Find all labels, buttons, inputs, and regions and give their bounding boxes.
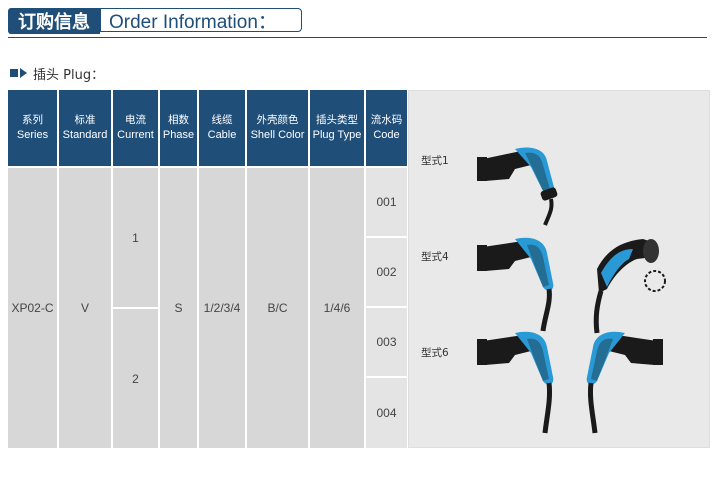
header-cable-cn: 线缆 <box>211 114 233 126</box>
cell-code-001: 001 <box>366 168 407 236</box>
plug-types-panel: 型式1 型式4 型式6 <box>408 90 710 448</box>
cell-cable: 1/2/3/4 <box>199 168 245 448</box>
plug-type-4-label: 型式4 <box>421 251 449 263</box>
cell-plug-type: 1/4/6 <box>310 168 364 448</box>
header-plug-type-en: Plug Type <box>312 129 362 141</box>
header-code-cn: 流水码 <box>370 114 403 126</box>
header-series-cn: 系列 <box>22 114 43 126</box>
cell-current-2: 2 <box>113 309 158 448</box>
header-standard-cn: 标准 <box>74 114 96 126</box>
plug-type-6-left-image <box>477 331 554 434</box>
col-header-current: 电流 Current <box>113 90 158 166</box>
col-header-cable: 线缆 Cable <box>199 90 245 166</box>
cell-code-003: 003 <box>366 308 407 376</box>
header-divider <box>8 37 707 38</box>
header-phase-en: Phase <box>162 129 195 141</box>
header-phase-cn: 相数 <box>168 114 189 126</box>
header-shell-color-en: Shell Color <box>250 129 305 141</box>
cell-series: XP02-C <box>8 168 57 448</box>
col-header-phase: 相数 Phase <box>160 90 197 166</box>
header-cable-en: Cable <box>207 129 237 141</box>
plug-type-4-right-image <box>593 239 666 334</box>
col-header-code: 流水码 Code <box>366 90 407 166</box>
header-title-cn: 订购信息 <box>8 8 100 34</box>
header-series-en: Series <box>16 129 49 141</box>
triangle-arrow-icon <box>20 68 27 78</box>
cell-standard: V <box>59 168 111 448</box>
header-current-cn: 电流 <box>125 114 146 126</box>
cell-shell-color: B/C <box>247 168 308 448</box>
col-header-shell-color: 外壳颜色 Shell Color <box>247 90 308 166</box>
plug-type-1-image <box>477 147 558 226</box>
header-shell-color-cn: 外壳颜色 <box>256 114 299 126</box>
section-label: 插头 Plug： <box>33 67 105 83</box>
plug-type-4-left-image <box>477 237 554 332</box>
square-bullet-icon <box>10 69 18 77</box>
order-information-header: 订购信息 Order Information： <box>8 8 304 34</box>
header-plug-type-cn: 插头类型 <box>316 114 358 126</box>
col-header-standard: 标准 Standard <box>59 90 111 166</box>
col-header-plug-type: 插头类型 Plug Type <box>310 90 364 166</box>
plug-type-6-right-image <box>586 331 663 434</box>
header-title-en: Order Information： <box>100 8 302 33</box>
cell-phase: S <box>160 168 197 448</box>
cell-code-004: 004 <box>366 378 407 448</box>
plug-type-6-label: 型式6 <box>421 347 449 359</box>
header-current-en: Current <box>117 129 154 141</box>
header-standard-en: Standard <box>62 129 108 141</box>
cell-code-002: 002 <box>366 238 407 306</box>
header-code-en: Code <box>373 129 400 141</box>
plug-type-1-label: 型式1 <box>421 155 449 167</box>
col-header-series: 系列 Series <box>8 90 57 166</box>
plug-section-heading: 插头 Plug： <box>10 65 105 83</box>
cell-current-1: 1 <box>113 168 158 307</box>
